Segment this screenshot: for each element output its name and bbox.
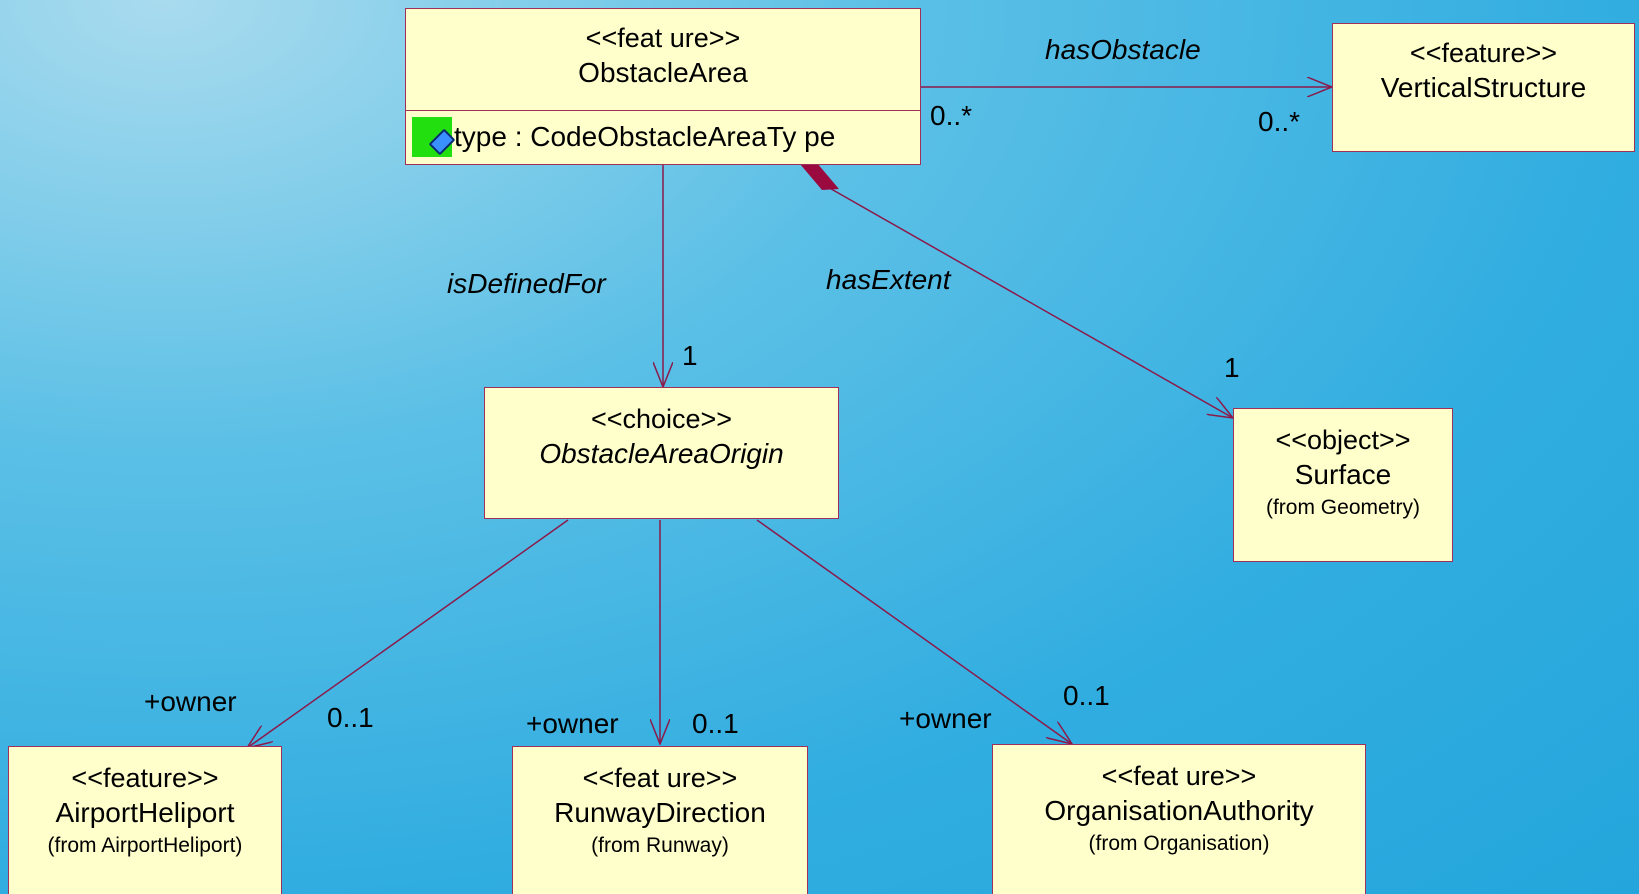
- is-defined-for-label: isDefinedFor: [447, 268, 606, 299]
- has-obstacle-target-multiplicity: 0..*: [1258, 106, 1301, 137]
- class-name: RunwayDirection: [554, 797, 766, 828]
- attribute-label: type : CodeObstacleAreaTy pe: [454, 121, 836, 152]
- obstacle-area-origin-class[interactable]: <<choice>> ObstacleAreaOrigin: [484, 387, 839, 519]
- composition-diamond: [800, 163, 839, 190]
- airport-line[interactable]: [247, 519, 569, 748]
- has-extent-line[interactable]: [825, 185, 1233, 418]
- airport-multiplicity: 0..1: [327, 702, 374, 733]
- organisation-multiplicity: 0..1: [1063, 680, 1110, 711]
- runway-multiplicity: 0..1: [692, 708, 739, 739]
- attribute-row[interactable]: type : CodeObstacleAreaTy pe: [406, 110, 920, 163]
- runway-owner-role: +owner: [526, 708, 619, 739]
- has-obstacle-label: hasObstacle: [1045, 34, 1201, 65]
- stereotype: <<feat ure>>: [585, 23, 741, 53]
- organisation-authority-class[interactable]: <<feat ure>> OrganisationAuthority (from…: [992, 744, 1366, 894]
- package-origin: (from Organisation): [1088, 832, 1270, 855]
- stereotype: <<feature>>: [71, 763, 219, 793]
- has-extent-label: hasExtent: [826, 264, 951, 295]
- stereotype: <<feat ure>>: [582, 763, 738, 793]
- has-obstacle-source-multiplicity: 0..*: [930, 100, 973, 131]
- organisation-line[interactable]: [756, 519, 1072, 744]
- class-name: ObstacleArea: [578, 57, 748, 88]
- stereotype: <<feature>>: [1409, 38, 1558, 68]
- airport-owner-role: +owner: [144, 686, 237, 717]
- attribute-icon: [412, 116, 452, 157]
- runway-direction-class[interactable]: <<feat ure>> RunwayDirection (from Runwa…: [512, 746, 808, 894]
- package-origin: (from Runway): [591, 834, 729, 857]
- is-defined-for-multiplicity: 1: [682, 340, 698, 371]
- obstacle-area-class[interactable]: <<feat ure>> ObstacleArea type : CodeObs…: [405, 8, 921, 165]
- airport-heliport-class[interactable]: <<feature>> AirportHeliport (from Airpor…: [8, 746, 282, 894]
- class-name: OrganisationAuthority: [1044, 795, 1314, 826]
- stereotype: <<feat ure>>: [1101, 761, 1257, 791]
- class-name: ObstacleAreaOrigin: [539, 438, 784, 469]
- class-name: VerticalStructure: [1380, 72, 1587, 103]
- stereotype: <<object>>: [1275, 425, 1411, 455]
- organisation-owner-role: +owner: [899, 703, 992, 734]
- has-extent-multiplicity: 1: [1224, 352, 1240, 383]
- stereotype: <<choice>>: [590, 404, 733, 434]
- package-origin: (from AirportHeliport): [47, 834, 243, 857]
- package-origin: (from Geometry): [1265, 496, 1420, 519]
- vertical-structure-class[interactable]: <<feature>> VerticalStructure: [1332, 23, 1635, 152]
- class-name: AirportHeliport: [55, 797, 235, 828]
- class-name: Surface: [1294, 459, 1392, 490]
- surface-class[interactable]: <<object>> Surface (from Geometry): [1233, 408, 1453, 562]
